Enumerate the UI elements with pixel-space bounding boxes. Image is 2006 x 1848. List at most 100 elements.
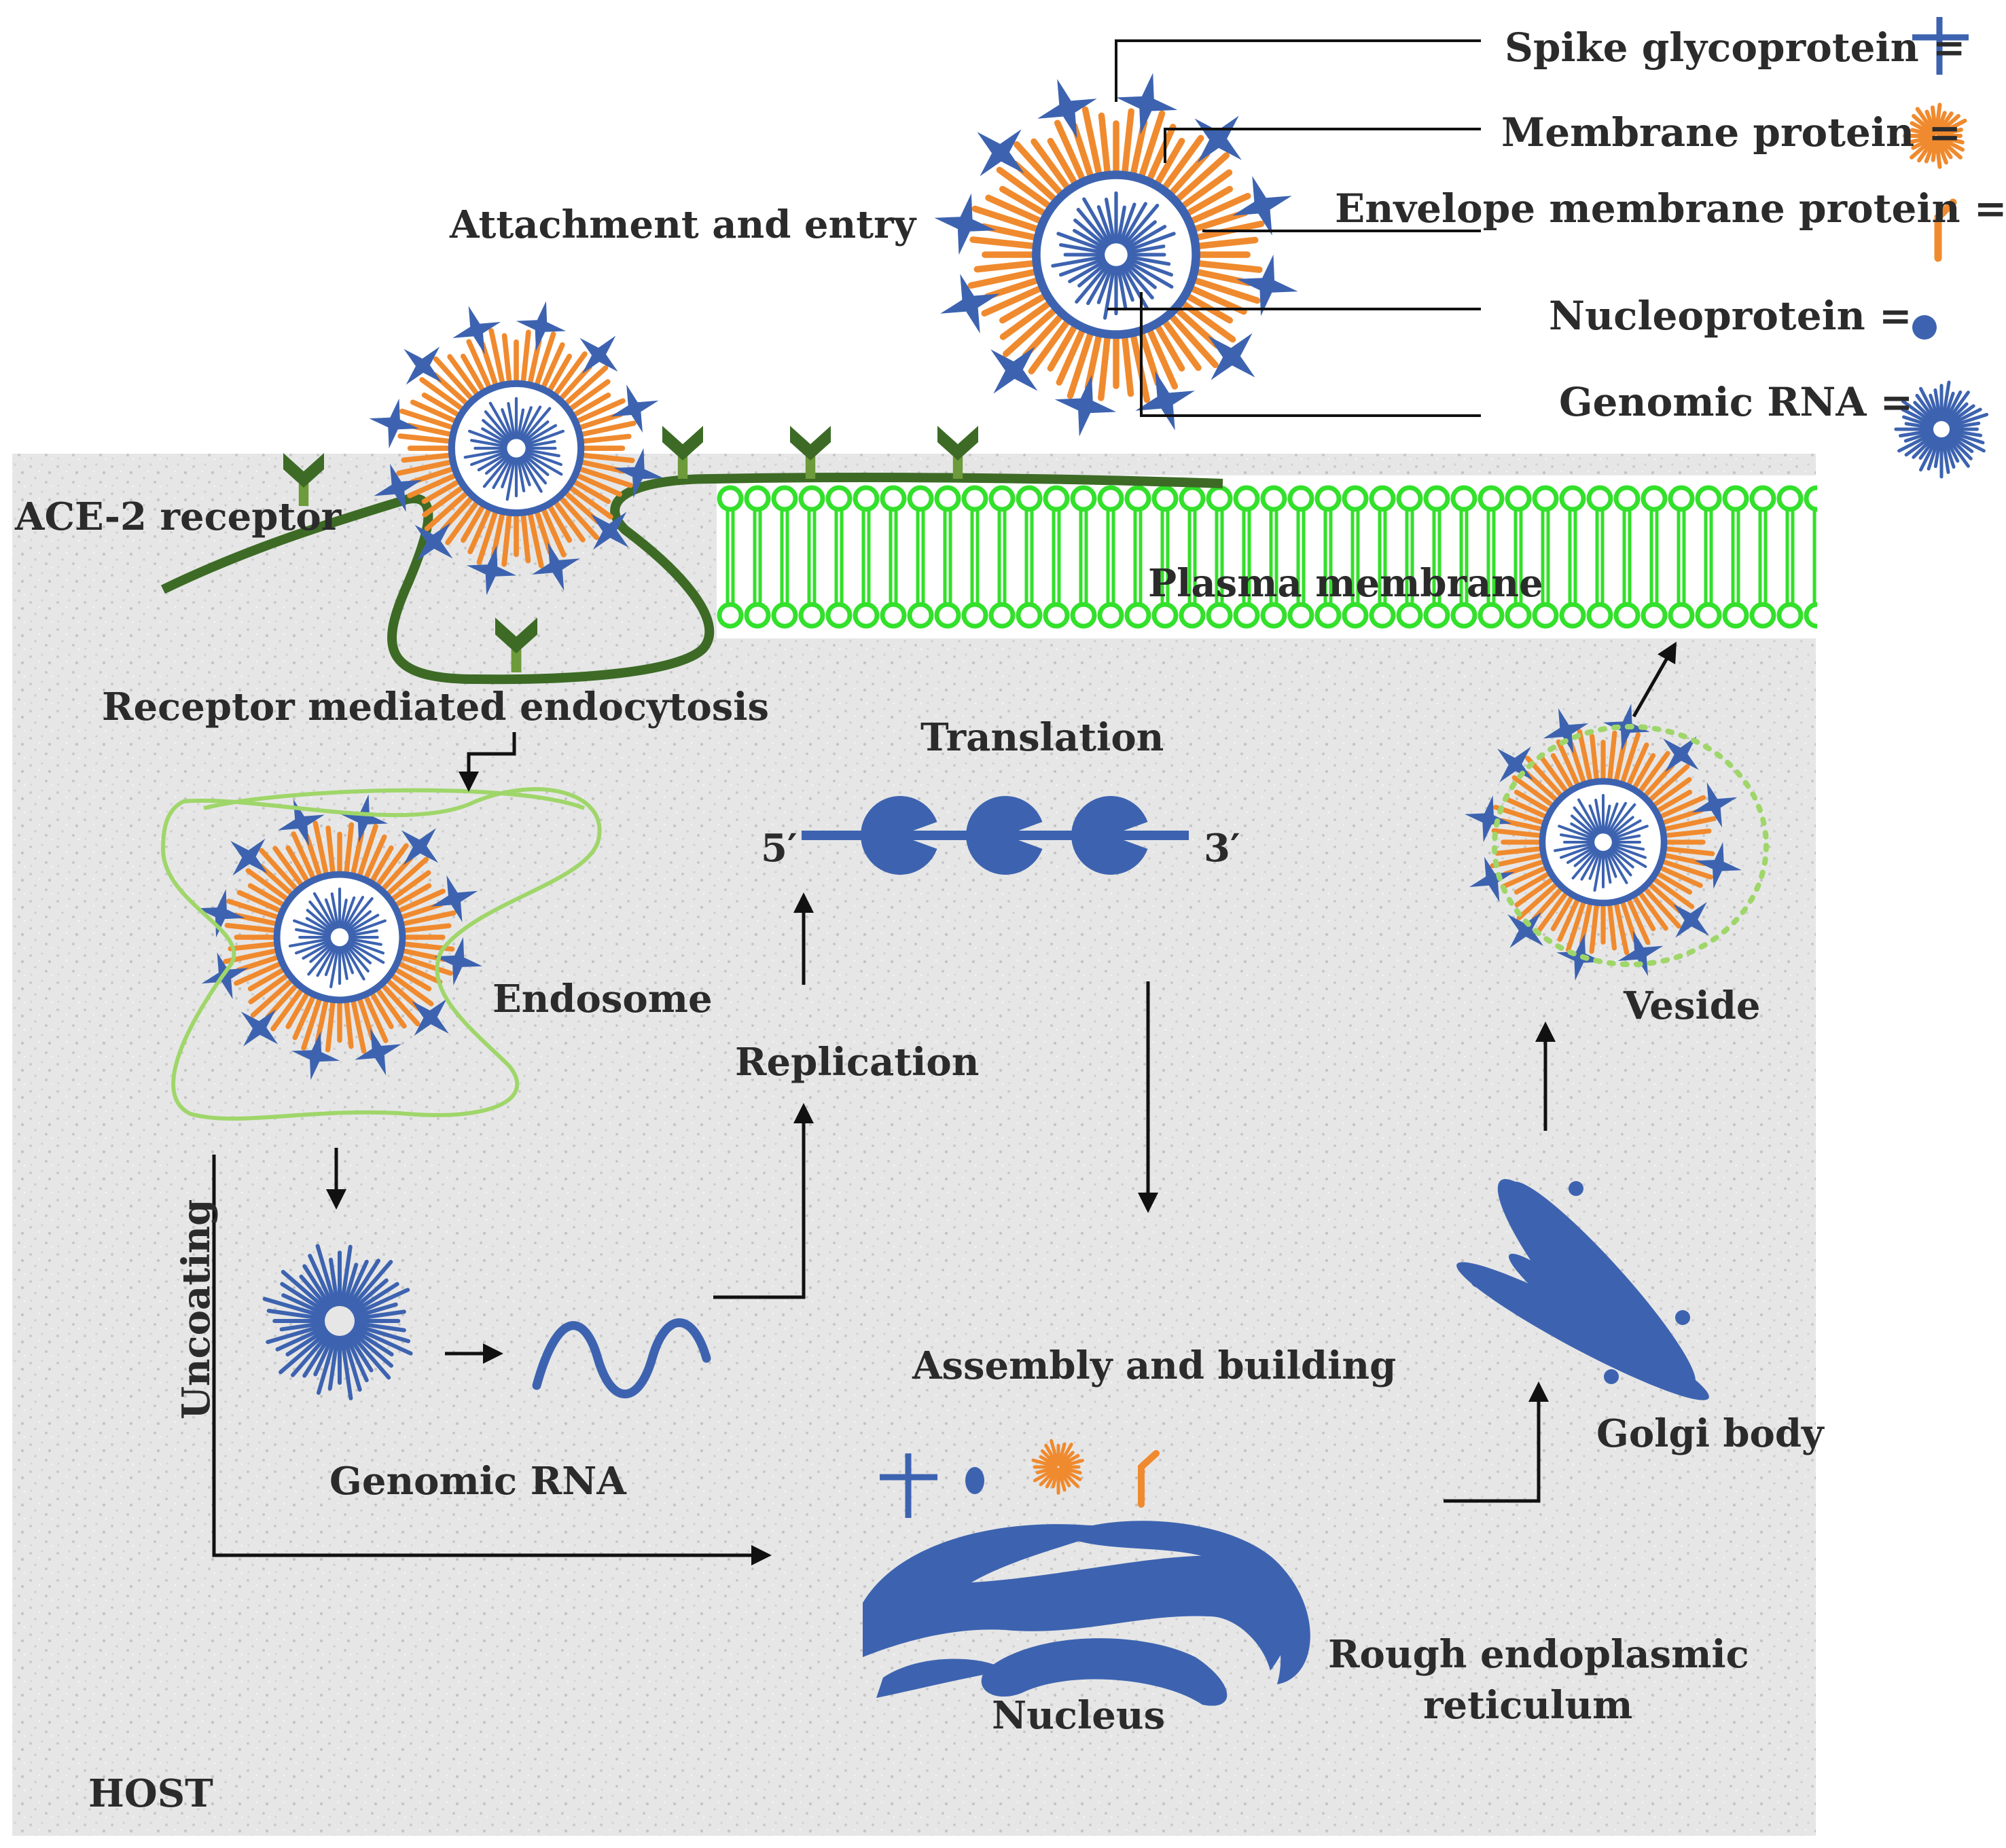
legend-membrane-label: Membrane protein = <box>1501 109 1961 156</box>
genomic-rna-label: Genomic RNA <box>329 1459 627 1504</box>
arrow-vesicle-to-membrane <box>1632 641 1677 718</box>
attachment-entry-label: Attachment and entry <box>449 202 917 247</box>
spike-glycoprotein-icon <box>1543 708 1589 754</box>
legend-icons <box>1894 17 1989 479</box>
spike-glycoprotein-icon <box>590 511 629 550</box>
ribosome-icon <box>861 796 937 875</box>
legend-envelope-label: Envelope membrane protein = <box>1335 185 2006 232</box>
spike-glycoprotein-icon <box>230 838 268 876</box>
ribosome-icon <box>1071 796 1148 875</box>
uncoating-label: Uncoating <box>174 1199 219 1419</box>
uncoated-genomic-rna-icon <box>262 1244 413 1400</box>
spike-glycoprotein-icon <box>1663 736 1699 772</box>
endosome-membrane <box>160 787 602 1121</box>
spike-glycoprotein-icon <box>610 384 659 433</box>
rough-er-and-nucleus <box>863 1521 1310 1706</box>
virion-legend <box>934 73 1298 437</box>
endosome-membrane-fold <box>203 788 586 810</box>
legend-nucleoprotein-label: Nucleoprotein = <box>1549 293 1912 339</box>
process-arrows <box>212 641 1677 1565</box>
replication-label: Replication <box>735 1040 979 1085</box>
spike-glycoprotein-icon <box>1617 930 1664 977</box>
ace2-receptor-icon <box>662 426 703 479</box>
mrna-translation <box>802 796 1189 875</box>
vesicle-label: Veside <box>1623 983 1761 1028</box>
ace2-receptor-icon <box>495 617 537 672</box>
spike-glycoprotein-icon <box>1232 176 1292 236</box>
envelope-protein-icon <box>1138 1450 1160 1508</box>
arrow-endocytosis-to-endosome <box>459 732 516 792</box>
spike-glycoprotein-icon <box>1037 79 1097 139</box>
spike-glycoprotein-icon <box>369 398 419 449</box>
spike-glycoprotein-icon <box>1691 782 1738 828</box>
spike-glycoprotein-icon <box>355 1028 402 1076</box>
rough-er-sheet-3 <box>876 1659 1005 1698</box>
legend-spike-label: Spike glycoprotein = <box>1505 24 1966 71</box>
spike-glycoprotein-icon <box>401 828 439 865</box>
plasma-membrane-label: Plasma membrane <box>1148 561 1543 606</box>
arrow-to-replication <box>713 1103 814 1299</box>
legend-spike-icon <box>1912 17 1969 75</box>
virion-attaching <box>369 301 664 596</box>
endosome-label: Endosome <box>492 977 713 1021</box>
translation-label: Translation <box>920 715 1164 760</box>
spike-glycoprotein-icon <box>1556 933 1604 981</box>
spike-glycoprotein-icon <box>990 346 1038 394</box>
membrane-protein-icon <box>1031 1438 1084 1495</box>
golgi-label: Golgi body <box>1596 1411 1825 1456</box>
spike-glycoprotein-icon <box>940 274 1000 333</box>
legend-membrane-protein-icon <box>1903 103 1967 169</box>
spike-glycoprotein-icon <box>1054 375 1117 437</box>
vesicle-membrane <box>1492 724 1769 967</box>
ace2-receptor-icon <box>937 426 978 479</box>
legend-genomic-rna-label: Genomic RNA = <box>1559 379 1913 425</box>
spike-glycoprotein-icon <box>1135 371 1195 431</box>
spike-glycoprotein-icon <box>1465 795 1512 843</box>
rough-er-sheet-1 <box>863 1524 1295 1671</box>
spike-glycoprotein-icon <box>1194 115 1242 163</box>
three-prime-label: 3′ <box>1204 826 1240 871</box>
spike-glycoprotein-icon <box>431 875 478 922</box>
rer-label-line1: Rough endoplasmic <box>1328 1632 1749 1677</box>
spike-glycoprotein-icon <box>579 336 618 374</box>
spike-glycoprotein-icon <box>516 301 567 351</box>
spike-glycoprotein-icon <box>374 463 423 512</box>
arrow-uncoating-to-nucleus <box>212 1155 772 1565</box>
spike-glycoprotein-icon <box>1469 856 1515 903</box>
plasma-membrane-bilayer <box>717 475 1817 638</box>
spike-glycoprotein-icon <box>277 799 325 846</box>
spike-glycoprotein-icon <box>934 193 996 255</box>
rer-label-line2: reticulum <box>1423 1683 1632 1728</box>
spike-glycoprotein-icon <box>1673 902 1709 938</box>
spike-glycoprotein-icon <box>1115 73 1178 134</box>
host-label: HOST <box>88 1771 213 1816</box>
legend-envelope-protein-icon <box>1934 198 1957 262</box>
nucleus-shape <box>981 1638 1228 1706</box>
rna-strand-icon <box>532 1318 711 1398</box>
spike-glycoprotein-icon <box>977 129 1024 177</box>
ace2-receptor-icon <box>283 453 324 506</box>
spike-glycoprotein-icon <box>613 448 664 499</box>
virion-endosome <box>196 794 483 1081</box>
spike-glycoprotein-icon <box>880 1453 937 1518</box>
spike-glycoprotein-icon <box>291 1032 340 1081</box>
nucleus-label: Nucleus <box>992 1693 1165 1738</box>
golgi-body <box>1456 1179 1709 1400</box>
endocytosis-label: Receptor mediated endocytosis <box>102 685 769 729</box>
spike-glycoprotein-icon <box>412 998 449 1036</box>
nucleoprotein-icon <box>965 1467 984 1494</box>
legend-leader-lines <box>1107 39 1481 417</box>
spike-glycoprotein-icon <box>434 937 483 985</box>
legend-genomic-rna-icon <box>1894 380 1989 479</box>
arrow-er-to-golgi <box>1444 1381 1549 1503</box>
ribosomes <box>861 796 1148 875</box>
rough-er-sheet-2 <box>1060 1521 1310 1684</box>
spike-glycoprotein-icon <box>531 542 580 591</box>
spike-glycoprotein-icon <box>414 522 453 561</box>
ace2-receptor-icon <box>790 426 831 479</box>
spike-glycoprotein-icon <box>339 794 388 843</box>
legend-nucleoprotein-icon <box>1912 315 1937 340</box>
spike-glycoprotein-icon <box>466 545 517 596</box>
spike-glycoprotein-icon <box>1208 333 1255 380</box>
